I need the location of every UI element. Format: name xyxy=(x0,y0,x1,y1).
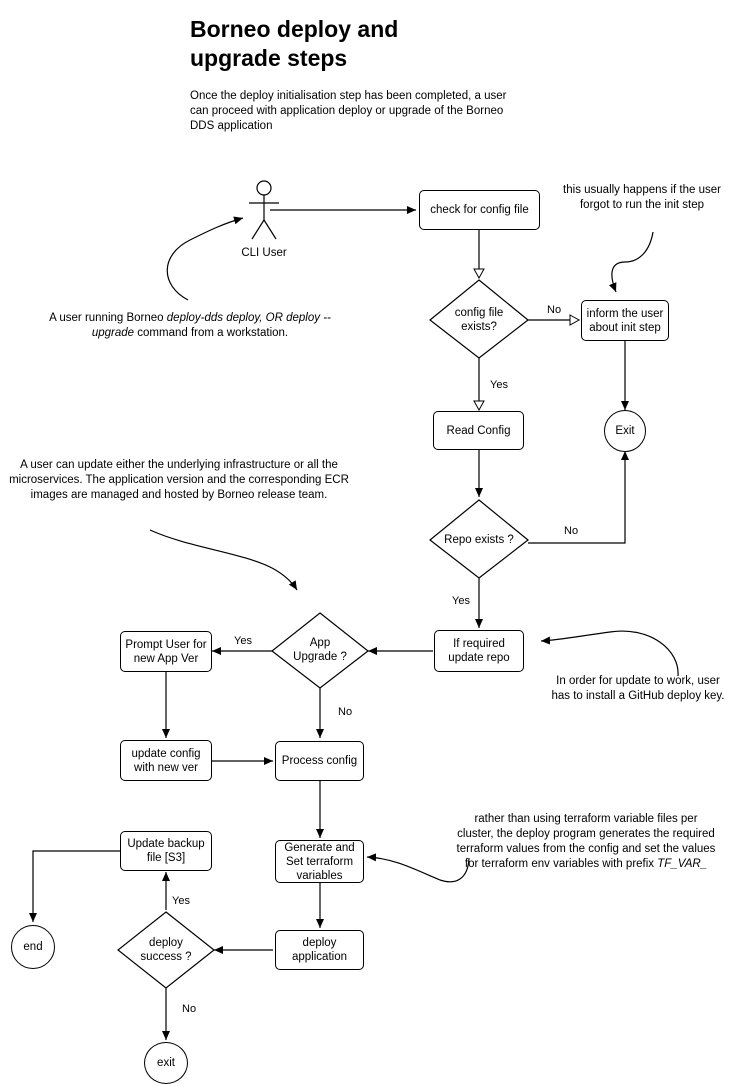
note-arrow-init xyxy=(608,231,654,293)
config-exists-diamond xyxy=(429,279,529,359)
note-cli-prefix: A user running Borneo xyxy=(49,312,167,324)
app-upgrade-diamond xyxy=(271,612,369,689)
note-arrow-infra xyxy=(149,529,298,591)
exit-top-node: Exit xyxy=(604,410,646,452)
edge-label-no-repo: No xyxy=(564,525,579,537)
app-upgrade-text: App Upgrade ? xyxy=(293,637,347,663)
note-tf-text: rather than using terraform variable fil… xyxy=(456,813,716,870)
generate-vars-node: Generate and Set terraform variables xyxy=(275,840,364,883)
end-node: end xyxy=(11,925,55,969)
cli-user-label: CLI User xyxy=(241,247,287,259)
edge-repo-no xyxy=(528,451,629,544)
page-title: Borneo deploy and upgrade steps xyxy=(190,16,399,71)
inform-user-node: inform the user about init step xyxy=(581,300,669,341)
edge-label-yes-success: Yes xyxy=(172,895,190,907)
read-config-node: Read Config xyxy=(433,411,524,450)
note-cli-command: A user running Borneo deploy-dds deploy,… xyxy=(40,311,340,341)
edge-label-yes-config: Yes xyxy=(490,379,508,391)
cli-user-figure xyxy=(249,180,279,240)
deploy-success-diamond xyxy=(117,911,215,989)
edge-label-yes-repo: Yes xyxy=(452,595,470,607)
note-arrow-cli xyxy=(166,216,244,301)
intro-text: Once the deploy initialisation step has … xyxy=(190,90,507,132)
note-arrow-tf xyxy=(366,853,470,883)
deploy-success-text: deploy success ? xyxy=(140,937,192,963)
note-terraform: rather than using terraform variable fil… xyxy=(455,812,717,872)
note-init-forgot: this usually happens if the user forgot … xyxy=(563,184,721,211)
note-infra: A user can update either the underlying … xyxy=(9,459,349,501)
note-tf-var: TF_VAR_ xyxy=(657,858,708,870)
note-arrow-github xyxy=(540,630,679,677)
note-cli-commands: deploy-dds deploy, OR deploy --upgrade xyxy=(91,312,331,339)
deploy-app-node: deploy application xyxy=(275,930,364,970)
note-cli-suffix: command from a workstation. xyxy=(134,327,289,339)
check-config-node: check for config file xyxy=(419,190,540,230)
repo-exists-diamond xyxy=(429,499,529,579)
edge-backup-to-end xyxy=(29,850,120,922)
config-exists-text: config file exists? xyxy=(454,307,504,333)
prompt-user-node: Prompt User for new App Ver xyxy=(120,631,212,672)
edge-label-no-success: No xyxy=(182,1003,197,1015)
edge-label-no-config: No xyxy=(547,304,562,316)
update-repo-node: If required update repo xyxy=(434,630,524,672)
repo-exists-text: Repo exists ? xyxy=(444,534,514,546)
exit-bottom-node: exit xyxy=(144,1042,188,1084)
process-config-node: Process config xyxy=(275,741,364,781)
note-github-key: In order for update to work, user has to… xyxy=(551,675,725,702)
update-config-node: update config with new ver xyxy=(120,740,212,781)
edge-label-yes-upgrade: Yes xyxy=(234,635,252,647)
edge-label-no-upgrade: No xyxy=(338,706,353,718)
update-backup-node: Update backup file [S3] xyxy=(120,831,212,871)
